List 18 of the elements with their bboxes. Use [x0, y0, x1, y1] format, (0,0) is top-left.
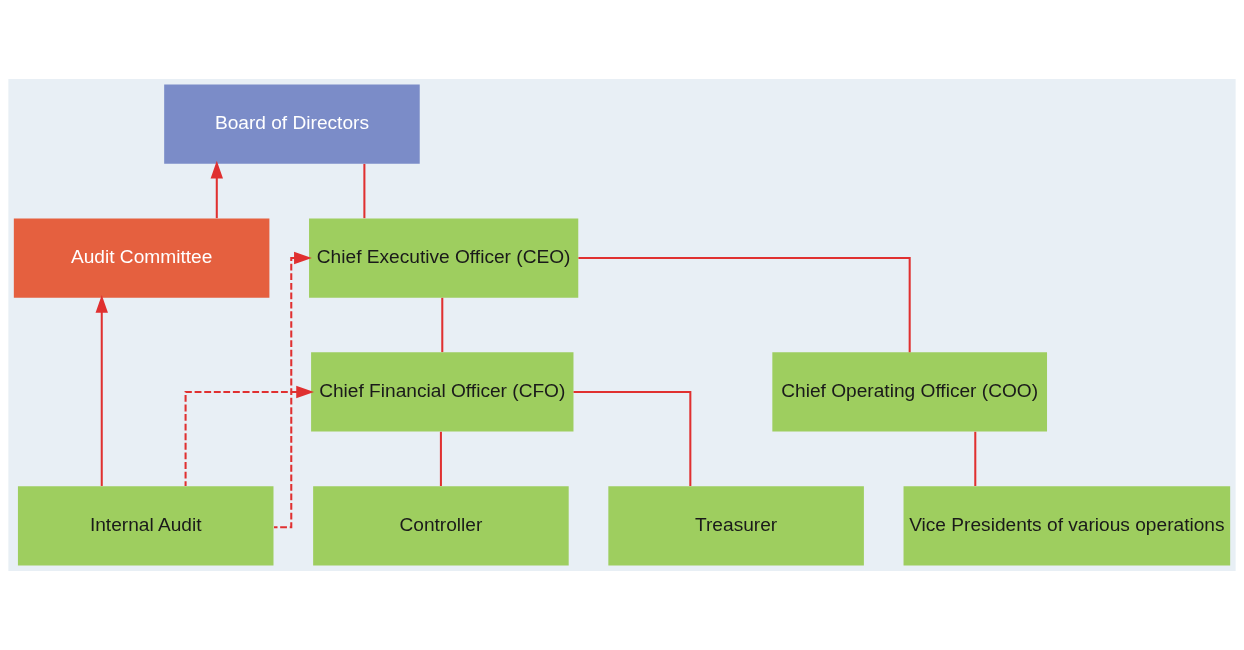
- arrow: [184, 385, 315, 487]
- node-box: Board of Directors: [164, 84, 420, 164]
- node-box: Treasurer: [608, 486, 864, 566]
- connector: [573, 390, 692, 487]
- arrow: [210, 160, 223, 219]
- node-box: Chief Financial Officer (CFO): [311, 352, 574, 432]
- connector: [363, 163, 366, 219]
- arrow: [95, 295, 108, 486]
- node-box: Internal Audit: [17, 486, 274, 566]
- node-box: Audit Committee: [13, 218, 270, 298]
- connector: [578, 257, 911, 353]
- node-box: Vice Presidents of various operations: [903, 486, 1231, 566]
- node-box: Controller: [313, 486, 569, 566]
- node-box: Chief Executive Officer (CEO): [309, 218, 579, 298]
- node-box: Chief Operating Officer (COO): [772, 352, 1048, 432]
- connector: [439, 431, 442, 486]
- connector: [974, 431, 977, 486]
- connector: [441, 297, 444, 353]
